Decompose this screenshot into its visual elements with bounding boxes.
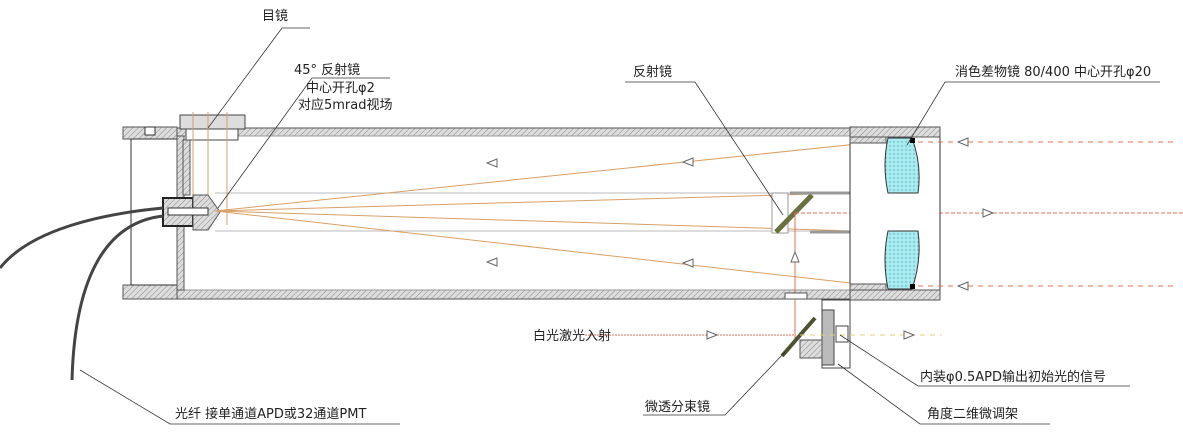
label-eyepiece: 目镜 xyxy=(262,9,288,24)
optical-fiber xyxy=(0,206,164,269)
tube-top-wall xyxy=(176,127,851,137)
label-secondary-mirror: 反射镜 xyxy=(633,64,672,80)
leader-lines xyxy=(79,27,1160,425)
beamsplitter-assembly xyxy=(585,292,942,369)
label-mount: 角度二维微调架 xyxy=(927,406,1018,422)
label-laser-in: 白光激光入射 xyxy=(533,328,611,344)
label-apd: 内装φ0.5APD输出初始光的信号 xyxy=(920,369,1106,385)
label-45-mirror-hole: 中心开孔φ2 xyxy=(306,81,375,96)
label-fiber: 光纤 接单通道APD或32通道PMT xyxy=(175,406,366,422)
tube-bottom-wall xyxy=(176,289,851,300)
incoming-light xyxy=(918,141,1175,287)
label-objective: 消色差物镜 80/400 中心开孔φ20 xyxy=(955,64,1151,80)
objective-lens-cell xyxy=(849,126,941,301)
label-45-mirror: 45° 反射镜 xyxy=(294,62,360,78)
label-beamsplitter: 微透分束镜 xyxy=(645,400,710,415)
fiber-holder xyxy=(162,194,221,231)
ray-arrows xyxy=(485,157,694,268)
label-45-mirror-fov: 对应5mrad视场 xyxy=(298,97,393,113)
